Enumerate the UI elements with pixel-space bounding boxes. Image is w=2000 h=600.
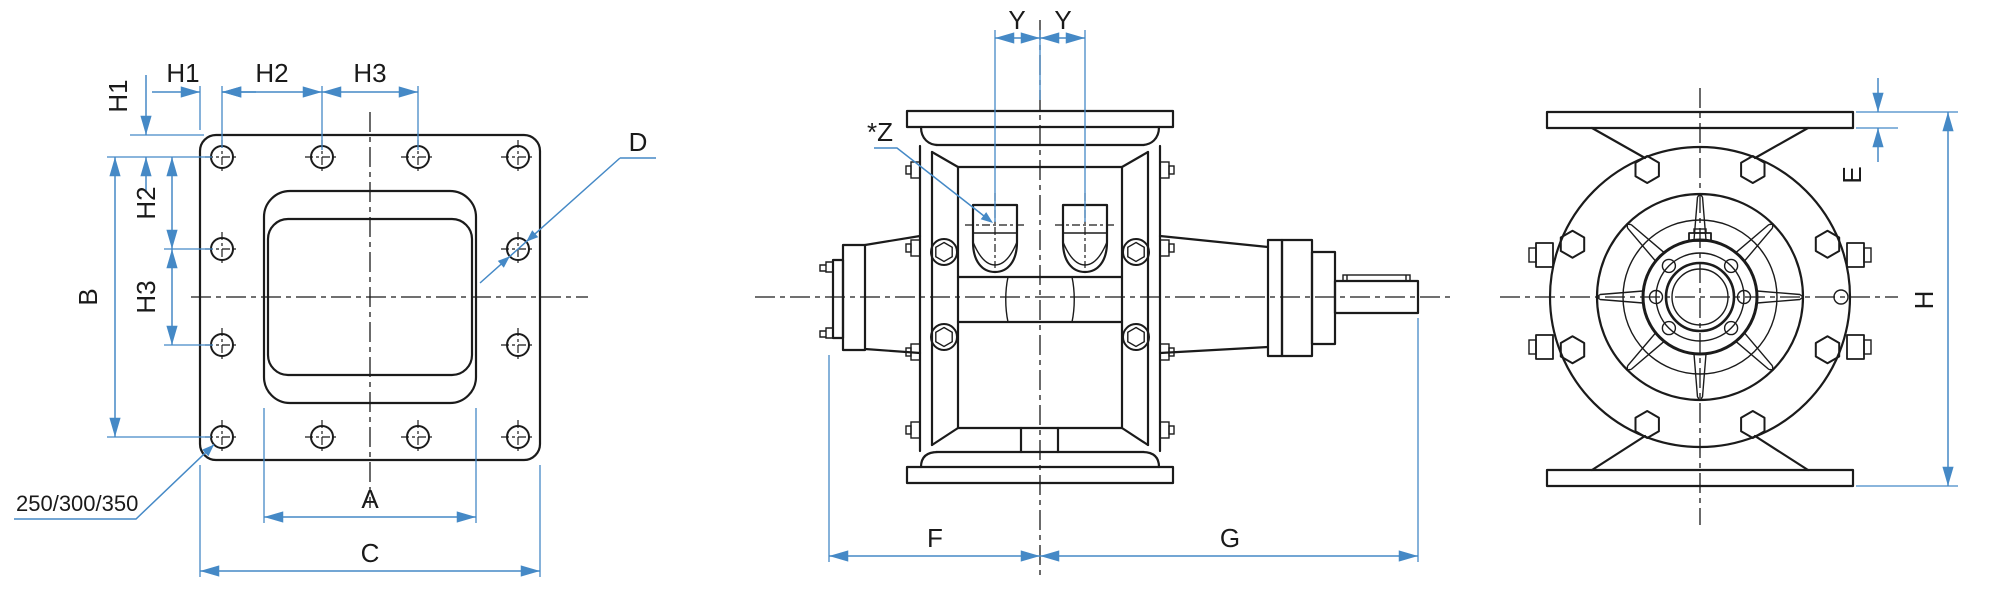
bearing-flange-1 <box>1266 238 1284 358</box>
side-view: Y Y *Z F G <box>755 5 1455 580</box>
cover-hex-bolt <box>1814 335 1841 365</box>
grease-port-hole <box>1833 289 1849 305</box>
dim-label-h3-top: H3 <box>353 58 386 88</box>
dim-label-h1-side: H1 <box>103 79 133 112</box>
side-tab-bolt <box>1846 242 1872 268</box>
dim-label-z: *Z <box>867 117 893 147</box>
cover-hex-bolt <box>1814 229 1841 259</box>
extension-lines <box>828 318 1419 562</box>
rotor-vane <box>1622 219 1665 262</box>
left-gland-bolts <box>819 261 834 339</box>
end-view: E H <box>1500 78 1958 525</box>
outlet-throat <box>1019 426 1060 454</box>
front-view: H1 H2 H3 H1 H2 H3 B A C D 250/300/350 <box>14 58 656 577</box>
top-flange <box>905 109 1175 129</box>
rotor-circle <box>1622 219 1778 375</box>
hub-outer-circle <box>1641 238 1759 356</box>
bearing-flange-2 <box>1280 238 1314 358</box>
corner-slants <box>930 150 1150 447</box>
extension-lines <box>107 86 541 577</box>
shaft-keyway <box>1342 274 1411 282</box>
cover-hex-bolt <box>1634 155 1660 184</box>
cover-hex-bolt <box>1740 410 1766 439</box>
hub-arcs <box>1005 276 1075 323</box>
opening-inner <box>266 217 474 377</box>
cover-hex-bolt <box>1740 155 1766 184</box>
key-tab-step <box>1693 228 1707 234</box>
rotor-vane <box>1735 219 1778 262</box>
dim-label-b: B <box>73 288 103 305</box>
hex-bolt <box>1122 323 1150 351</box>
left-gland-cap <box>831 258 845 340</box>
top-flange <box>1545 110 1855 130</box>
bolt-hole <box>500 139 536 175</box>
dim-label-h2-top: H2 <box>255 58 288 88</box>
hex-bolt <box>930 323 958 351</box>
plate-bolt <box>1159 161 1175 179</box>
plate-bolt <box>905 239 921 257</box>
dim-label-y-right: Y <box>1054 5 1071 35</box>
leader-d <box>479 157 656 284</box>
leader-z-arrow <box>980 212 993 223</box>
shaft-end-circle <box>1671 268 1729 326</box>
bottom-flange <box>905 465 1175 485</box>
side-tab-bolt <box>1846 334 1872 360</box>
leader-z <box>874 147 985 217</box>
rotor-vane <box>1735 332 1778 375</box>
dim-label-d: D <box>629 127 648 157</box>
flange-outline <box>198 133 542 462</box>
hex-bolt <box>930 238 958 266</box>
body-circle <box>1548 145 1852 449</box>
flange-sizes-note: 250/300/350 <box>16 491 138 516</box>
keyway-ticks <box>1346 275 1407 281</box>
side-plates <box>918 144 1162 453</box>
leader-flange-sizes <box>14 444 215 520</box>
bolt-hole <box>500 419 536 455</box>
shaft-bore-circle <box>1664 261 1736 333</box>
rotor-vane <box>1622 332 1665 375</box>
plate-bolt <box>1159 239 1175 257</box>
cover-hex-bolt <box>1559 229 1586 259</box>
bolt-hole <box>500 327 536 363</box>
dim-label-y-left: Y <box>1008 5 1025 35</box>
dim-label-c: C <box>361 538 380 568</box>
hex-bolt <box>1122 238 1150 266</box>
hub-bolt-circle <box>1655 252 1745 342</box>
bolt-hole <box>400 419 436 455</box>
leader-flange-sizes-arrow <box>202 444 214 457</box>
top-neck <box>919 125 1161 147</box>
cover-hex-bolt <box>1634 410 1660 439</box>
left-cone <box>863 234 922 355</box>
bolt-hole <box>304 419 340 455</box>
leader-d-arrow <box>526 230 539 242</box>
bottom-flange <box>1545 468 1855 488</box>
plate-bolt <box>905 421 921 439</box>
rotor-band <box>956 275 1124 324</box>
dim-label-h2-left: H2 <box>131 186 161 219</box>
dim-label-g: G <box>1220 523 1240 553</box>
bearing-flange-3 <box>1310 250 1337 346</box>
dim-label-h3-left: H3 <box>131 280 161 313</box>
dim-label-h1-top: H1 <box>166 58 199 88</box>
plate-bolt <box>1159 421 1175 439</box>
inner-casing <box>956 165 1124 430</box>
opening-outer <box>262 189 478 405</box>
dim-label-e: E <box>1837 166 1867 183</box>
side-tab-bolt <box>1528 334 1554 360</box>
flange-transitions <box>1590 126 1810 472</box>
dim-label-f: F <box>927 523 943 553</box>
right-cone <box>1158 234 1270 355</box>
leader-d-arrow <box>497 256 510 268</box>
dim-label-h: H <box>1909 291 1939 310</box>
dim-label-a: A <box>361 484 379 514</box>
cover-hex-bolt <box>1559 335 1586 365</box>
bottom-neck <box>919 450 1161 469</box>
extension-lines <box>1856 111 1958 487</box>
side-tab-bolt <box>1528 242 1554 268</box>
